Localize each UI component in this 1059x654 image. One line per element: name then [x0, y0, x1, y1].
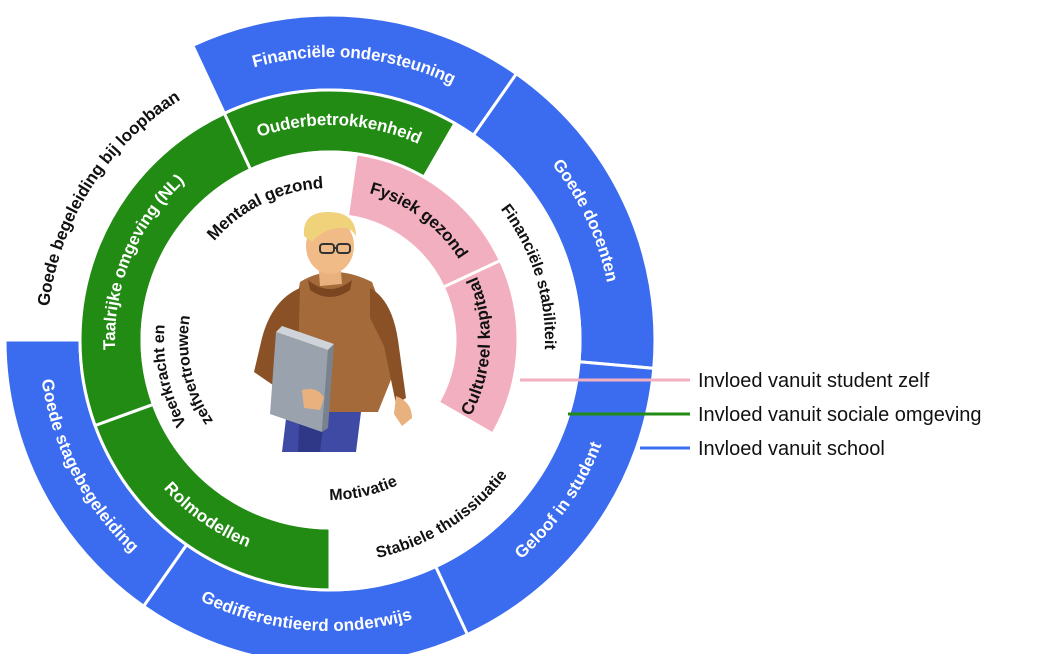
legend-label-student: Invloed vanuit student zelf — [698, 370, 930, 392]
segment-motivatie — [220, 400, 495, 530]
legend: Invloed vanuit student zelf Invloed vanu… — [520, 370, 982, 460]
legend-label-school: Invloed vanuit school — [698, 438, 885, 460]
legend-label-social: Invloed vanuit sociale omgeving — [698, 404, 982, 426]
segment-veerkracht-en-zelfvertrouwen — [140, 243, 261, 497]
student-with-laptop-icon — [254, 212, 412, 452]
segment-mentaal-gezond — [165, 150, 358, 280]
